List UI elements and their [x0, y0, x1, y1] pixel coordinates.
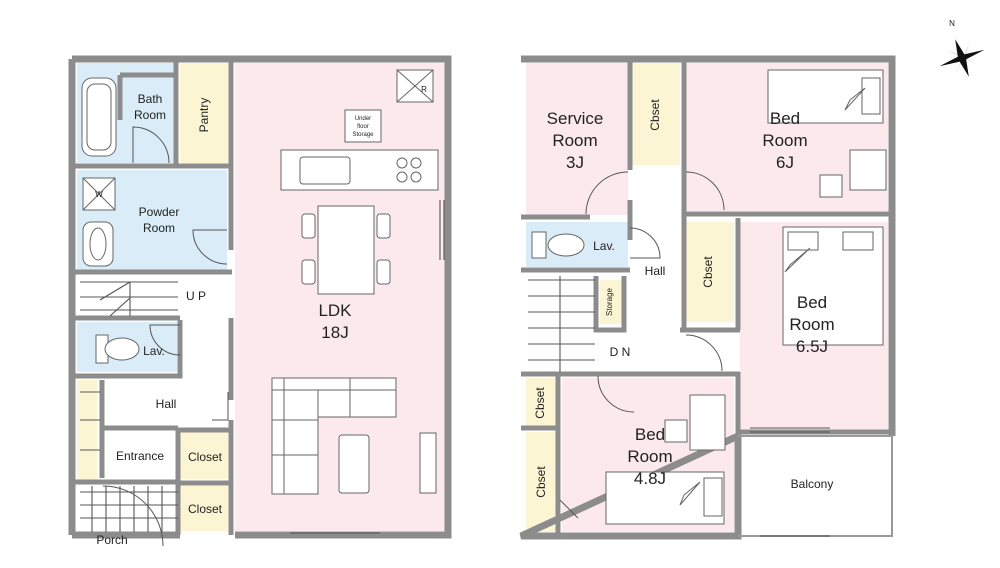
lav1-label: Lav. — [143, 344, 165, 358]
floor1-interior-walls — [72, 59, 234, 535]
closet-l1-label: Cbset — [533, 387, 547, 419]
door-entrance — [102, 485, 164, 547]
bed-6-5j-furniture — [782, 226, 884, 346]
washer-w-label: W — [95, 190, 103, 199]
service-room-fill — [526, 63, 628, 215]
entrance-label: Entrance — [116, 449, 164, 463]
bed48-label-1: Bed — [635, 425, 665, 444]
door-powder — [192, 229, 228, 265]
closet-top-fill — [632, 63, 680, 165]
range-hood — [396, 69, 434, 103]
hall1-label: Hall — [156, 397, 177, 411]
bed6-label-2: Room — [762, 131, 807, 150]
pantry-label: Pantry — [197, 98, 211, 133]
up-label: U P — [186, 289, 206, 303]
bathtub — [81, 77, 117, 157]
toilet-1 — [95, 334, 140, 364]
closet1-label: Closet — [188, 450, 223, 464]
underfloor-label-1: Under — [355, 116, 371, 122]
porch-label: Porch — [96, 533, 127, 547]
storage-fill — [600, 280, 622, 324]
underfloor-label-3: Storage — [352, 132, 374, 138]
floor-1 — [68, 55, 452, 547]
bath-room-label-1: Bath — [138, 92, 163, 106]
door-service — [585, 171, 629, 215]
bed48-label-3: 4.8J — [634, 469, 666, 488]
kitchen-counter — [280, 149, 439, 191]
underfloor-label-2: floor — [357, 124, 369, 130]
balcony-label: Balcony — [791, 477, 834, 491]
door-bed48 — [597, 375, 635, 413]
closet-mid-fill — [686, 222, 734, 322]
bath-room-label-2: Room — [134, 108, 166, 122]
compass-n-label: N — [949, 19, 955, 28]
bed65-label-2: Room — [789, 315, 834, 334]
service-room-label-1: Service — [547, 109, 604, 128]
bed6-label-3: 6J — [776, 153, 794, 172]
closet1-fill — [180, 432, 228, 479]
compass — [939, 39, 985, 77]
range-hood-label: R — [421, 85, 427, 94]
closet-l1-fill — [526, 378, 556, 426]
bed65-label-3: 6.5J — [796, 337, 828, 356]
door-lav1 — [149, 324, 181, 356]
service-room-label-3: 3J — [566, 153, 584, 172]
powder-room-label-1: Powder — [139, 205, 180, 219]
floor2-windows — [750, 427, 830, 537]
sofa — [271, 377, 397, 495]
dining-table — [301, 205, 391, 295]
door-hall-closet — [212, 392, 229, 421]
shoe-storage — [80, 391, 100, 451]
bed6-label-1: Bed — [770, 109, 800, 128]
closet-l2-label: Cbset — [534, 466, 548, 498]
bed65-label-1: Bed — [797, 293, 827, 312]
ldk-label-2: 18J — [321, 323, 348, 342]
closet2-fill — [180, 486, 228, 531]
closet-top-label: Cbset — [648, 99, 662, 131]
coffee-table — [338, 434, 370, 494]
hall2-label: Hall — [645, 264, 666, 278]
service-room-label-2: Room — [552, 131, 597, 150]
powder-sink — [82, 221, 114, 267]
pantry-fill — [180, 63, 228, 163]
powder-room-label-2: Room — [143, 221, 175, 235]
dn-label: D N — [610, 345, 631, 359]
stairs-floor1 — [80, 281, 178, 317]
toilet-2 — [531, 231, 585, 259]
lav2-label: Lav. — [593, 239, 615, 253]
closet-l2-fill — [526, 432, 556, 532]
door-bed6 — [685, 171, 725, 211]
floor-2 — [519, 55, 896, 540]
porch-tiles — [80, 486, 178, 532]
floor2-interior-walls — [521, 59, 892, 536]
shoe-closet-fill — [77, 380, 97, 480]
underfloor-storage — [344, 109, 382, 143]
floor1-windows — [290, 200, 445, 534]
balcony-fill — [740, 436, 888, 532]
closet-mid-label: Cbset — [701, 256, 715, 288]
closet2-label: Closet — [188, 502, 223, 516]
tv-board — [419, 432, 437, 494]
floor1-outer-wall — [72, 55, 452, 539]
storage-label: Storage — [605, 287, 614, 316]
bed48-label-2: Room — [627, 447, 672, 466]
door-bath — [132, 126, 170, 164]
door-lav2 — [629, 227, 661, 259]
bed-4-8j-furniture — [605, 394, 726, 525]
ldk-label-1: LDK — [318, 301, 352, 320]
door-bed65 — [685, 334, 723, 372]
bed-6j-furniture — [767, 69, 887, 198]
stairs-floor2 — [528, 276, 595, 372]
door-closet-l2 — [559, 499, 579, 519]
